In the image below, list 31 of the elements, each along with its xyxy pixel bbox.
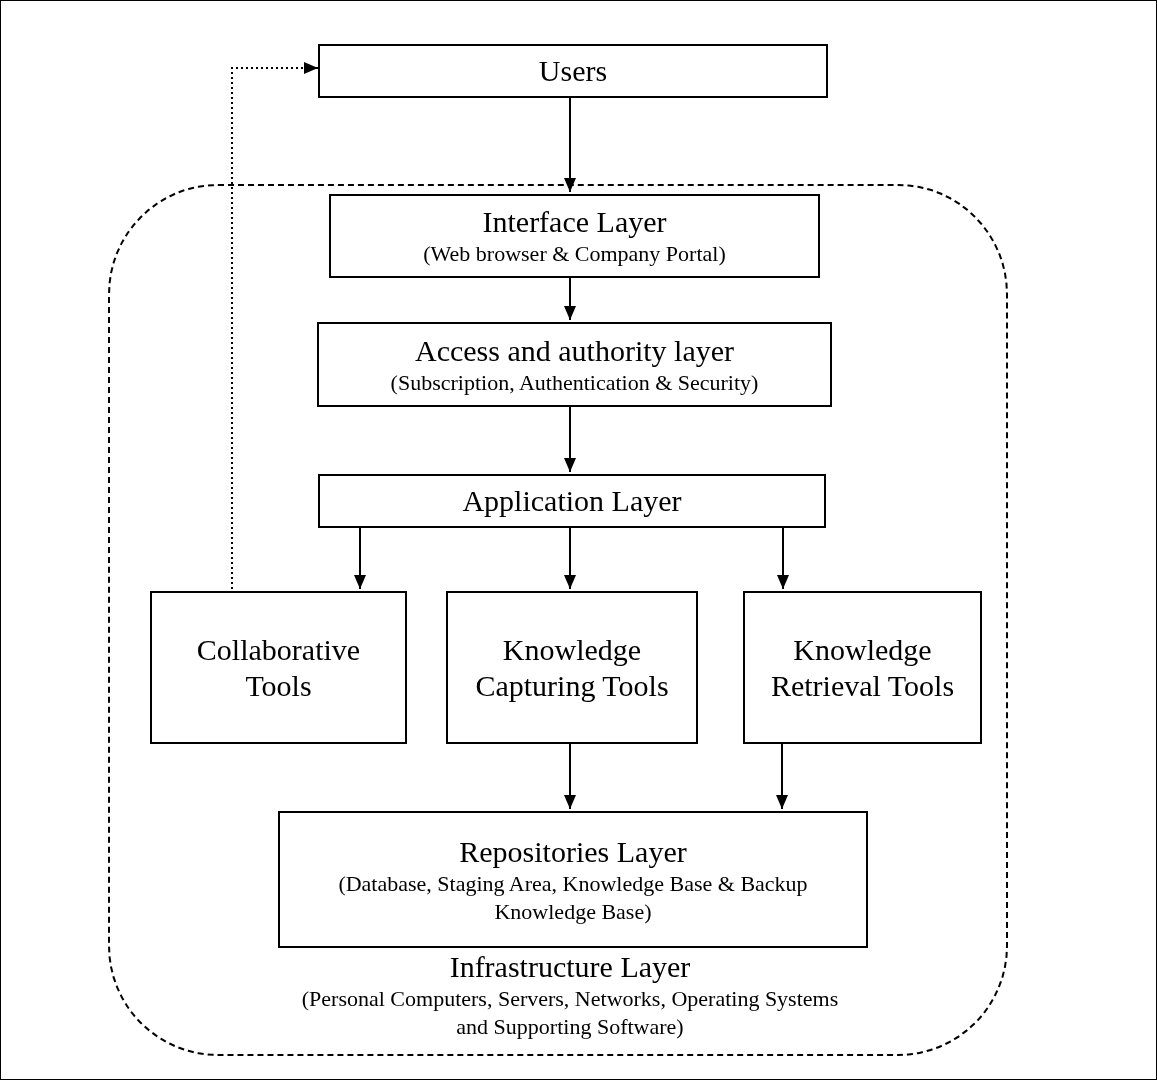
- node-subtitle: (Database, Staging Area, Knowledge Base & Backup Knowledge Base): [337, 870, 809, 925]
- arrow: [564, 525, 576, 590]
- node-heading: Application Layer: [462, 483, 682, 519]
- layer-box: [150, 591, 407, 744]
- layer-box: [318, 474, 826, 528]
- node-subtitle: (Subscription, Authentication & Security): [390, 368, 759, 397]
- layer-box: [743, 591, 982, 744]
- arrow: [776, 741, 788, 810]
- arrow: [777, 525, 789, 590]
- layer-box: [446, 591, 698, 744]
- node-heading: Interface Layer: [482, 204, 667, 241]
- node-subtitle: (Personal Computers, Servers, Networks, Operating Systems and Supporting Software): [300, 985, 840, 1040]
- node-heading: Knowledge Retrieval Tools: [769, 631, 956, 704]
- node-heading: Users: [538, 53, 608, 89]
- arrow: [564, 404, 576, 473]
- arrow: [564, 97, 576, 193]
- arrow: [231, 62, 319, 590]
- layer-box: [317, 322, 832, 407]
- layer-box: [278, 811, 868, 948]
- arrow: [564, 741, 576, 810]
- node-heading: Collaborative Tools: [195, 631, 362, 704]
- node-heading: Access and authority layer: [414, 332, 734, 369]
- node-heading: Knowledge Capturing Tools: [474, 631, 670, 704]
- layer-box: [318, 44, 828, 98]
- node-subtitle: (Web browser & Company Portal): [423, 240, 726, 268]
- arrow: [354, 525, 366, 590]
- arrow: [564, 275, 576, 321]
- node-heading: Infrastructure Layer: [449, 949, 691, 985]
- node-heading: Repositories Layer: [459, 834, 687, 870]
- layer-box: [329, 194, 820, 278]
- dashed-region: [108, 184, 1008, 1056]
